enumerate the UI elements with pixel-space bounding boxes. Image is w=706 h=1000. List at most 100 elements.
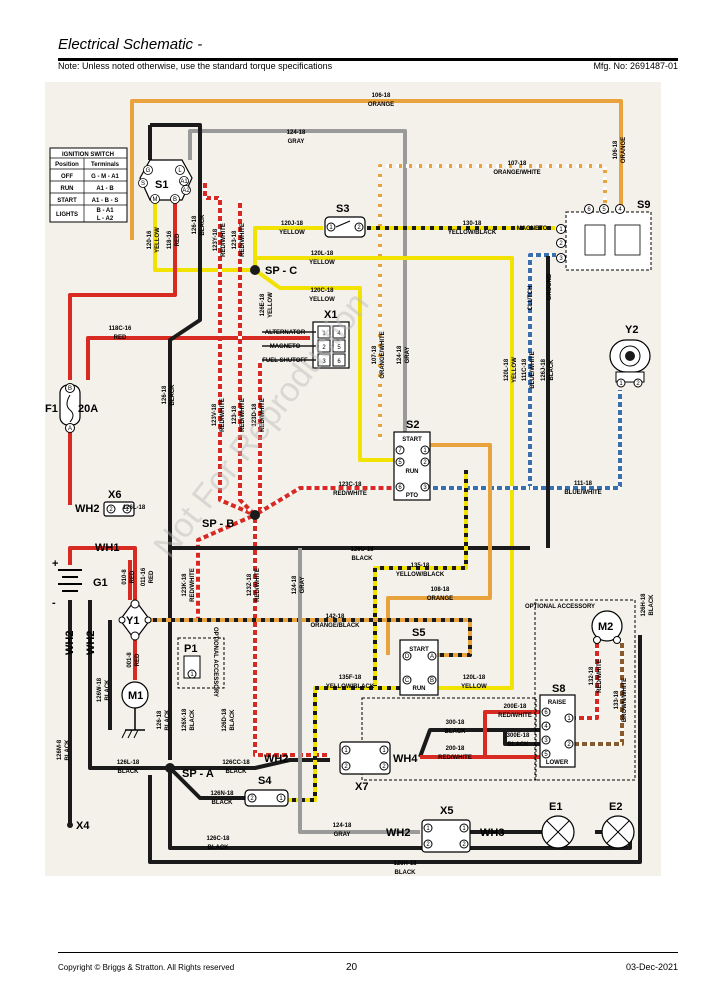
svg-text:011-16: 011-16 — [141, 567, 147, 586]
svg-text:2: 2 — [462, 842, 466, 848]
label-111: 111-18 — [574, 481, 593, 487]
s1-pin-a2: A2 — [182, 188, 190, 194]
x5-label: X5 — [440, 805, 453, 817]
ignition-row-run-pos: RUN — [61, 186, 74, 192]
svg-text:118-16: 118-16 — [167, 230, 173, 249]
svg-text:2: 2 — [567, 742, 571, 748]
svg-text:BLACK: BLACK — [212, 800, 234, 806]
s5-run-label: RUN — [413, 686, 426, 692]
s2-run-label: RUN — [406, 469, 419, 475]
solenoid-y2: 1 2 Y2 — [609, 324, 651, 388]
wire-107-white-dash — [378, 164, 607, 440]
wire-124-gray — [188, 129, 407, 445]
svg-text:BLUE/WHITE: BLUE/WHITE — [564, 490, 601, 496]
wire-123Z-dash — [253, 515, 330, 757]
svg-text:2: 2 — [636, 381, 640, 387]
wire-132-dash — [575, 640, 599, 720]
svg-text:2: 2 — [322, 345, 326, 351]
clutch-label: CLUTCH — [528, 286, 534, 311]
splice-sp-a — [165, 763, 175, 773]
svg-text:126J-18: 126J-18 — [541, 358, 547, 381]
s1-pin-a1: A1 — [180, 179, 188, 185]
svg-text:126E-18: 126E-18 — [260, 293, 266, 316]
label-124: 124-18 — [287, 130, 306, 136]
watermark: Not For Reproduction — [146, 285, 376, 565]
ignition-switch-table: IGNITION SWITCH Position Terminals OFF G… — [49, 147, 128, 223]
wh2-vertical-a: WH2 — [64, 631, 76, 655]
wh2-label-x6: WH2 — [75, 503, 99, 515]
wire-120L-yellow — [253, 256, 514, 690]
x7-label: X7 — [355, 781, 368, 793]
svg-text:B: B — [68, 386, 72, 392]
label-120L: 120L-18 — [311, 251, 334, 257]
svg-text:ORANGE: ORANGE — [621, 137, 627, 163]
fuse-f1: B A F1 20A — [45, 383, 98, 433]
svg-text:1: 1 — [279, 796, 283, 802]
wh2-label-x7: WH2 — [264, 753, 288, 765]
battery-minus: - — [52, 597, 56, 609]
s1-pin-l: L — [178, 168, 182, 174]
svg-text:126-18: 126-18 — [192, 215, 198, 234]
svg-text:1: 1 — [619, 381, 623, 387]
wh2-label-x5: WH2 — [386, 827, 410, 839]
fuse-rating: 20A — [78, 403, 98, 415]
s1-pin-g: G — [146, 168, 151, 174]
svg-text:BLACK: BLACK — [230, 709, 236, 731]
ignition-row-lights-term1: B - A1 — [96, 208, 114, 214]
svg-text:1: 1 — [322, 331, 326, 337]
wire-118-red — [68, 200, 177, 380]
svg-text:RED: RED — [149, 570, 155, 583]
s5-start-label: START — [409, 647, 429, 653]
e2-label: E2 — [609, 801, 622, 813]
ignition-switch-s1: G L A1 S A2 M B S1 — [138, 159, 193, 204]
wire-123K-dash — [196, 513, 256, 620]
ignition-table-title: IGNITION SWITCH — [62, 152, 114, 158]
wire-126-black-main — [148, 123, 202, 760]
s1-pin-m: M — [153, 197, 158, 203]
svg-text:BLACK: BLACK — [65, 739, 71, 761]
mfg-number: Mfg. No: 2691487-01 — [593, 61, 678, 71]
s8-lower-label: LOWER — [546, 760, 569, 766]
x1-label: X1 — [324, 309, 337, 321]
svg-text:124-18: 124-18 — [292, 575, 298, 594]
header-note: Note: Unless noted otherwise, use the st… — [58, 61, 333, 71]
svg-text:123V-18: 123V-18 — [212, 403, 218, 426]
svg-text:BLACK: BLACK — [395, 870, 417, 876]
wire-111-to-y2-dash — [530, 390, 622, 490]
s1-pin-b: B — [173, 197, 177, 203]
wire-142-dash — [135, 618, 472, 657]
p1-label: P1 — [184, 643, 197, 655]
svg-text:1: 1 — [559, 227, 563, 233]
svg-text:123-18: 123-18 — [232, 230, 238, 249]
m2-label: M2 — [598, 621, 613, 633]
svg-text:7: 7 — [398, 448, 402, 454]
wire-123-dash-a — [203, 180, 256, 517]
sp-b-label: SP - B — [202, 518, 234, 530]
svg-text:3: 3 — [423, 485, 427, 491]
svg-text:4: 4 — [544, 724, 548, 730]
svg-text:126M-8: 126M-8 — [57, 739, 63, 760]
label-126H: 126H-18 — [393, 861, 417, 867]
svg-text:RED/WHITE: RED/WHITE — [240, 398, 246, 432]
wire-124-gray-lower — [298, 548, 420, 834]
svg-text:BLACK: BLACK — [352, 556, 374, 562]
wire-111-to-y2 — [530, 390, 622, 490]
svg-text:RED/WHITE: RED/WHITE — [260, 398, 266, 432]
wire-wh1-red — [68, 546, 137, 600]
svg-text:1: 1 — [344, 748, 348, 754]
x1-alternator-label: ALTERNATOR — [265, 330, 306, 336]
svg-text:1: 1 — [382, 748, 386, 754]
svg-text:126H-18: 126H-18 — [641, 593, 647, 617]
svg-text:123Z-18: 123Z-18 — [247, 573, 253, 596]
p1-optional-label: OPTIONAL ACCESSORY — [212, 627, 218, 697]
switch-s4: 2 1 S4 — [244, 775, 289, 807]
svg-text:5: 5 — [398, 460, 402, 466]
lift-switch-s8: RAISE LOWER 6 1 4 3 2 5 S8 — [539, 683, 576, 768]
connector-x1: 1 4 2 5 3 6 X1 — [312, 309, 350, 369]
label-107: 107-18 — [508, 161, 527, 167]
x1-magneto-label: MAGNETO — [270, 344, 301, 350]
svg-text:120L-18: 120L-18 — [504, 358, 510, 381]
svg-text:RED: RED — [114, 335, 127, 341]
connector-x6: 2 1 X6 — [103, 489, 135, 517]
g1-label: G1 — [93, 577, 108, 589]
